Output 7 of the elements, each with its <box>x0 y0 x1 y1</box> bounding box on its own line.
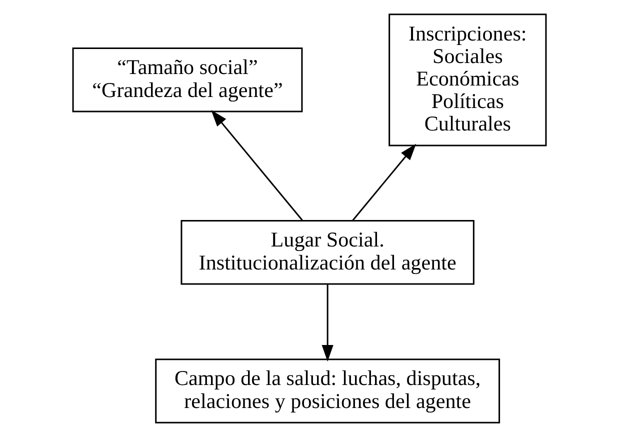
node-box: Lugar Social. Institucionalización del agente <box>180 220 474 285</box>
arrow <box>321 284 333 362</box>
node-box: Campo de la salud: luchas, disputas, relaciones y posiciones del agente <box>154 358 500 424</box>
arrow <box>210 110 302 221</box>
arrow <box>352 144 416 221</box>
node-box: “Tamaño social” “Grandeza del agente” <box>72 48 302 112</box>
node-box: Inscripciones: Sociales Económicas Políticas Culturales <box>388 14 546 146</box>
